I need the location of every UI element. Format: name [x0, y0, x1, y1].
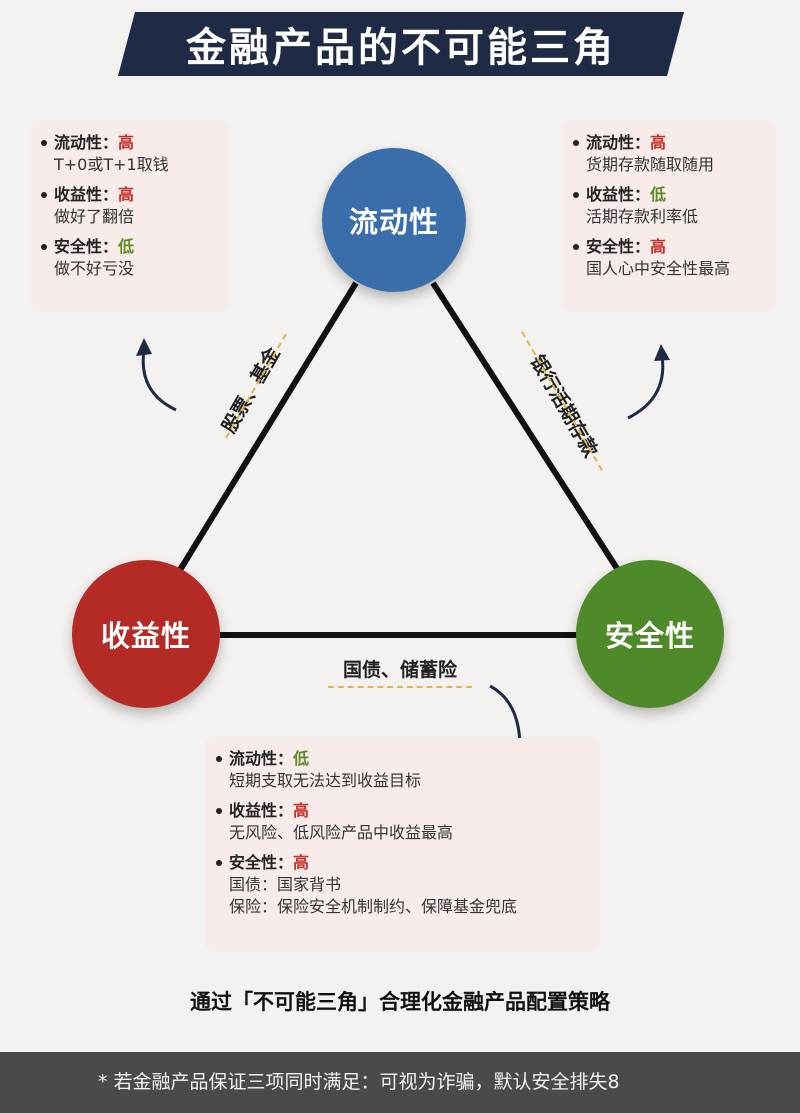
attribute-label: 安全性：	[586, 237, 651, 256]
info-row: 收益性：高 做好了翻倍	[41, 184, 216, 228]
info-row: 流动性：低 短期支取无法达到收益目标	[216, 748, 586, 792]
info-row: 安全性：高 国债：国家背书 保险：保险安全机制制约、保障基金兜底	[216, 852, 586, 918]
attribute-label: 收益性：	[229, 801, 294, 820]
attribute-label: 安全性：	[54, 237, 119, 256]
edge-label-bonds-insurance: 国债、储蓄险	[342, 659, 457, 681]
curved-arrow-icon	[627, 344, 670, 420]
attribute-label: 安全性：	[229, 853, 294, 872]
liquidity-node: 流动性	[322, 148, 466, 292]
attribute-label: 收益性：	[54, 185, 119, 204]
attribute-desc: 货期存款随取随用	[586, 155, 715, 174]
yield-node: 收益性	[72, 560, 220, 708]
attribute-desc: 国债：国家背书	[229, 875, 342, 894]
level-value: 低	[650, 185, 667, 204]
attribute-label: 流动性：	[229, 749, 294, 768]
info-row: 收益性：高 无风险、低风险产品中收益最高	[216, 800, 586, 844]
info-box-deposits: 流动性：高 货期存款随取随用 收益性：低 活期存款利率低 安全性：高 国人心中安…	[562, 122, 776, 310]
info-row: 安全性：高 国人心中安全性最高	[573, 236, 762, 280]
level-value: 高	[293, 801, 310, 820]
attribute-label: 流动性：	[586, 133, 651, 152]
edge-line-right	[430, 281, 621, 572]
edge-line-left	[177, 281, 359, 572]
attribute-desc: 活期存款利率低	[586, 207, 699, 226]
level-value: 高	[293, 853, 310, 872]
attribute-label: 流动性：	[54, 133, 119, 152]
level-value: 高	[650, 133, 667, 152]
level-value: 高	[118, 133, 135, 152]
level-value: 低	[118, 237, 135, 256]
strategy-slogan: 通过「不可能三角」合理化金融产品配置策略	[190, 990, 610, 1014]
page-title: 金融产品的不可能三角	[186, 24, 616, 71]
level-value: 高	[650, 237, 667, 256]
attribute-desc: 做好了翻倍	[54, 207, 135, 226]
attribute-desc: 做不好亏没	[54, 259, 135, 278]
attribute-desc: 短期支取无法达到收益目标	[229, 771, 422, 790]
info-row: 流动性：高 T+0或T+1取钱	[41, 132, 216, 176]
attribute-desc: 无风险、低风险产品中收益最高	[229, 823, 454, 842]
info-row: 安全性：低 做不好亏没	[41, 236, 216, 280]
attribute-desc: 国人心中安全性最高	[586, 259, 731, 278]
title-banner	[118, 12, 684, 76]
safety-node: 安全性	[576, 560, 724, 708]
info-row: 流动性：高 货期存款随取随用	[573, 132, 762, 176]
level-value: 高	[118, 185, 135, 204]
level-value: 低	[293, 749, 310, 768]
info-box-bonds: 流动性：低 短期支取无法达到收益目标 收益性：高 无风险、低风险产品中收益最高 …	[205, 738, 600, 950]
footer-bar	[0, 1052, 800, 1113]
dashed-underline	[328, 686, 472, 688]
curved-arrow-icon	[136, 338, 177, 412]
info-box-stocks: 流动性：高 T+0或T+1取钱 收益性：高 做好了翻倍 安全性：低 做不好亏没	[30, 122, 230, 310]
footer-note: * 若金融产品保证三项同时满足：可视为诈骗，默认安全排失8	[98, 1071, 620, 1093]
attribute-desc: 保险：保险安全机制制约、保障基金兜底	[229, 897, 518, 916]
attribute-label: 收益性：	[586, 185, 651, 204]
info-row: 收益性：低 活期存款利率低	[573, 184, 762, 228]
attribute-desc: T+0或T+1取钱	[54, 155, 169, 174]
